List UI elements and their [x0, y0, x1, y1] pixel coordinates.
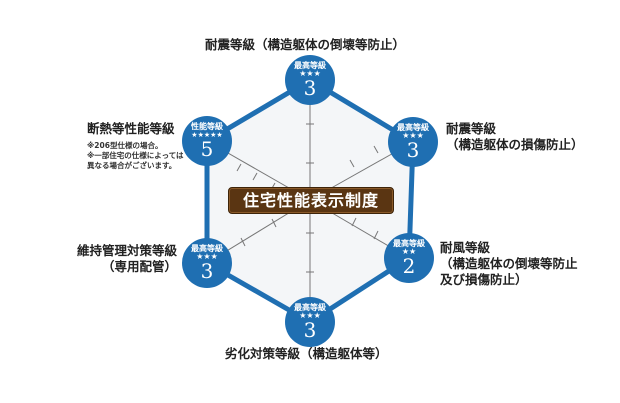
badge-title: 最高等級: [294, 60, 326, 70]
label-seismic-damage: 耐震等級 （構造躯体の損傷防止）: [446, 121, 584, 152]
label-deterioration: 劣化対策等級（構造躯体等）: [225, 346, 388, 361]
star-icons: ★★★★★: [191, 131, 223, 139]
badge-title: 最高等級: [397, 122, 429, 132]
badge-title: 最高等級: [393, 238, 425, 248]
star-icons: ★★★: [299, 311, 321, 320]
badge-grade: 5: [200, 137, 214, 161]
badge-title: 性能等級: [191, 121, 223, 131]
insulation-footnote: ※206型仕様の場合。 ※一部住宅の仕様によっては 異なる場合がございます。: [87, 141, 184, 170]
grade-badge-bottom: 最高等級 ★★★ 3: [285, 297, 335, 347]
label-maintenance: 維持管理対策等級 （専用配管）: [76, 243, 177, 274]
grade-badge-top-left: 性能等級 ★★★★★ 5: [182, 116, 232, 166]
center-title-label: 住宅性能表示制度: [228, 187, 394, 214]
badge-grade: 3: [303, 76, 317, 100]
star-icons: ★★★: [299, 69, 321, 78]
badge-grade: 3: [200, 259, 214, 283]
star-icons: ★★★: [196, 252, 218, 261]
badge-grade: 3: [303, 318, 317, 342]
badge-grade: 2: [402, 254, 416, 278]
star-icons: ★★★: [402, 131, 424, 140]
badge-title: 最高等級: [294, 302, 326, 312]
label-wind-resistance: 耐風等級 （構造躯体の倒壊等防止 及び損傷防止）: [440, 240, 578, 287]
grade-badge-bottom-right: 最高等級 ★★ 2: [384, 233, 434, 283]
badge-title: 最高等級: [191, 243, 223, 253]
label-seismic-collapse: 耐震等級（構造躯体の倒壊等防止）: [205, 37, 406, 52]
grade-badge-bottom-left: 最高等級 ★★★ 3: [182, 238, 232, 288]
grade-badge-top-right: 最高等級 ★★★ 3: [388, 117, 438, 167]
grade-badge-top: 最高等級 ★★★ 3: [285, 55, 335, 105]
star-icons: ★★: [401, 247, 417, 256]
label-insulation: 断熱等性能等級 ※206型仕様の場合。 ※一部住宅の仕様によっては 異なる場合が…: [87, 121, 184, 170]
badge-grade: 3: [406, 138, 420, 162]
